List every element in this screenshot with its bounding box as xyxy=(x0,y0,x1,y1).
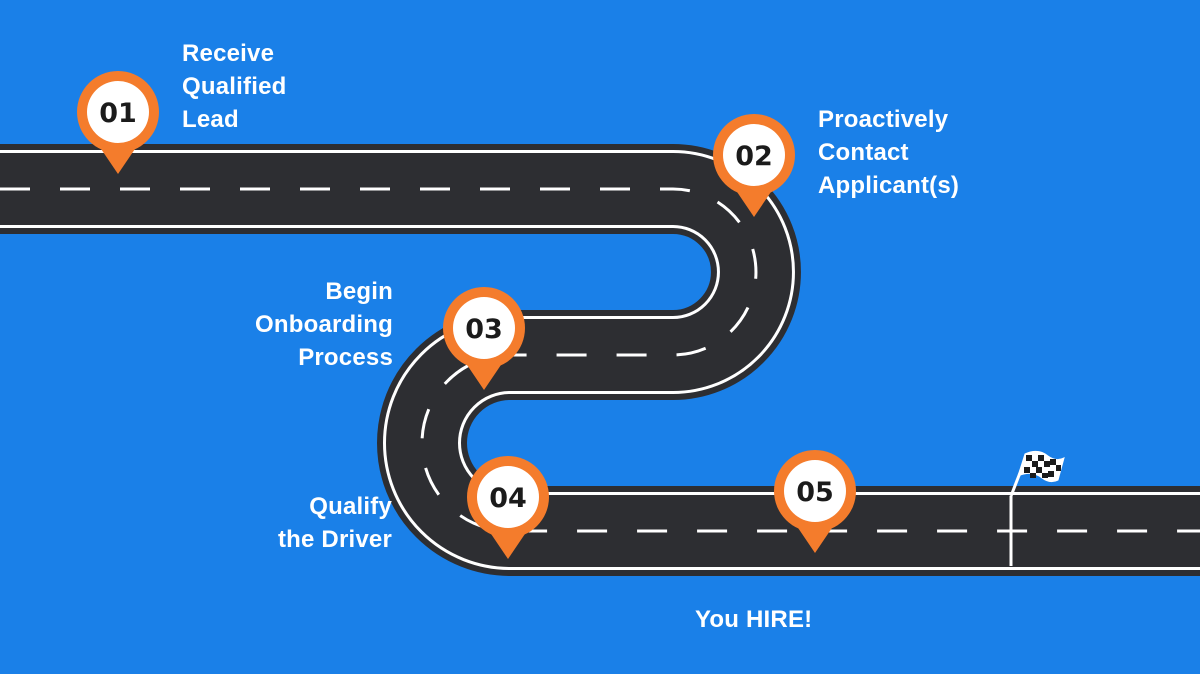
step-3-marker: 03 xyxy=(443,287,525,390)
step-5-number: 05 xyxy=(796,477,834,508)
road-surface xyxy=(0,153,1200,567)
step-1-label: Receive Qualified Lead xyxy=(182,40,287,133)
step-5-marker: 05 xyxy=(774,450,856,553)
step-1-marker: 01 xyxy=(77,71,159,174)
step-2-number: 02 xyxy=(735,141,773,172)
step-1-number: 01 xyxy=(99,98,137,129)
step-4-label: Qualify the Driver xyxy=(277,493,392,553)
step-2-marker: 02 xyxy=(713,114,795,217)
step-4-number: 04 xyxy=(489,483,527,514)
step-4-marker: 04 xyxy=(467,456,549,559)
checkered-flag-icon xyxy=(1009,450,1065,497)
step-3-number: 03 xyxy=(465,314,503,345)
step-3-label: Begin Onboarding Process xyxy=(255,278,393,371)
step-5-label: You HIRE! xyxy=(695,606,813,633)
step-2-label: Proactively Contact Applicant(s) xyxy=(818,106,960,199)
